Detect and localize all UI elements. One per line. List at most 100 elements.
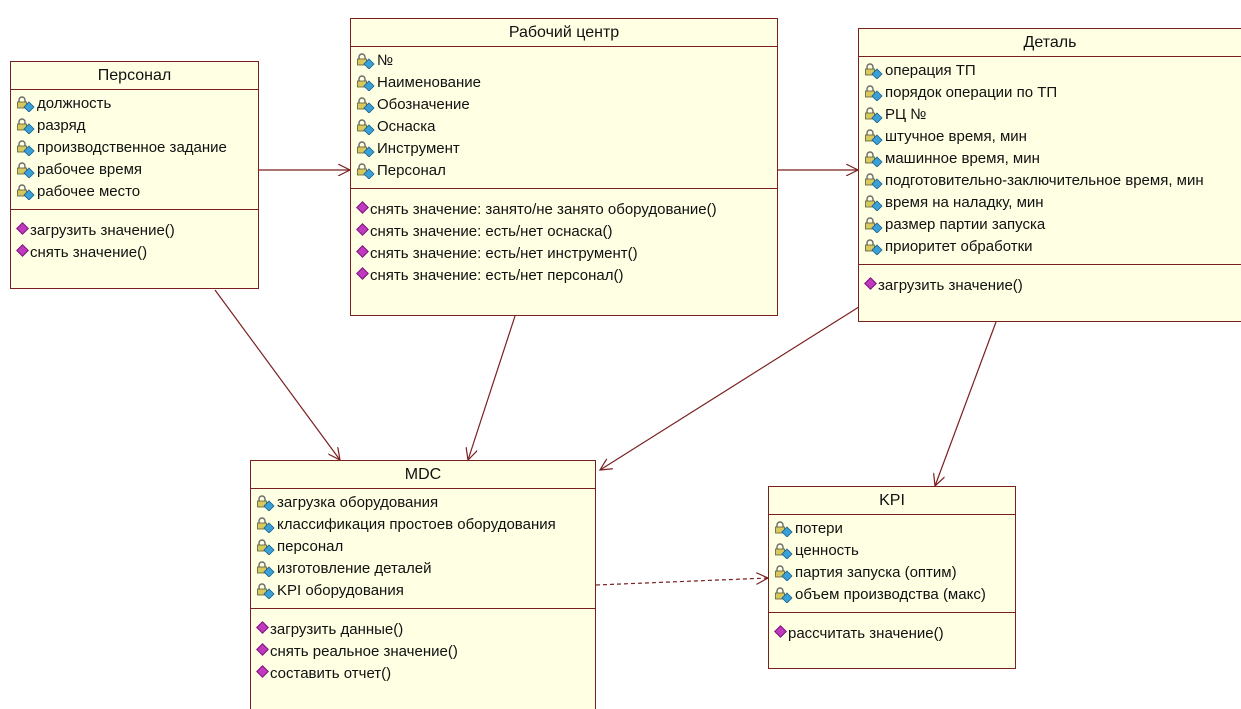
attribute-label: производственное задание bbox=[37, 139, 227, 156]
lock-attribute-icon bbox=[356, 119, 376, 135]
attribute-label: изготовление деталей bbox=[277, 560, 432, 577]
attribute-label: Оснаска bbox=[377, 118, 436, 135]
attribute-row: рабочее время bbox=[16, 159, 254, 181]
attribute-row: № bbox=[356, 50, 773, 72]
attribute-label: Наименование bbox=[377, 74, 481, 91]
attribute-label: ценность bbox=[795, 542, 859, 559]
association-detail-to-kpi bbox=[935, 321, 997, 486]
operation-label: снять реальное значение() bbox=[270, 643, 458, 660]
class-name: KPI bbox=[769, 487, 1015, 515]
attribute-row: приоритет обработки bbox=[864, 236, 1237, 258]
operation-row: снять значение: есть/нет инструмент() bbox=[356, 243, 773, 265]
association-work-center-to-mdc bbox=[468, 315, 516, 460]
attribute-list: загрузка оборудования классификация прост… bbox=[251, 489, 595, 608]
operation-row: снять реальное значение() bbox=[256, 641, 591, 663]
attribute-label: Обозначение bbox=[377, 96, 470, 113]
attribute-label: штучное время, мин bbox=[885, 128, 1027, 145]
operation-row: снять значение: занято/не занято оборудо… bbox=[356, 199, 773, 221]
operation-diamond-icon bbox=[16, 223, 28, 239]
class-name: Рабочий центр bbox=[351, 19, 777, 47]
attribute-row: размер партии запуска bbox=[864, 214, 1237, 236]
lock-attribute-icon bbox=[16, 118, 36, 134]
attribute-label: РЦ № bbox=[885, 106, 927, 123]
operation-list: рассчитать значение() bbox=[769, 612, 1015, 651]
attribute-row: Наименование bbox=[356, 72, 773, 94]
lock-attribute-icon bbox=[16, 162, 36, 178]
operation-diamond-icon bbox=[774, 626, 786, 642]
operation-row: составить отчет() bbox=[256, 663, 591, 685]
attribute-row: изготовление деталей bbox=[256, 558, 591, 580]
association-detail-to-mdc bbox=[600, 304, 863, 470]
lock-attribute-icon bbox=[864, 129, 884, 145]
attribute-row: Обозначение bbox=[356, 94, 773, 116]
lock-attribute-icon bbox=[16, 184, 36, 200]
operation-label: загрузить значение() bbox=[878, 277, 1023, 294]
attribute-row: должность bbox=[16, 93, 254, 115]
attribute-label: рабочее время bbox=[37, 161, 143, 178]
operation-diamond-icon bbox=[356, 268, 368, 284]
attribute-row: операция ТП bbox=[864, 60, 1237, 82]
operation-label: снять значение: занято/не занято оборудо… bbox=[370, 201, 717, 218]
attribute-label: машинное время, мин bbox=[885, 150, 1040, 167]
operation-row: снять значение: есть/нет персонал() bbox=[356, 265, 773, 287]
attribute-label: Персонал bbox=[377, 162, 446, 179]
attribute-row: партия запуска (оптим) bbox=[774, 562, 1011, 584]
lock-attribute-icon bbox=[864, 173, 884, 189]
lock-attribute-icon bbox=[356, 97, 376, 113]
attribute-label: № bbox=[377, 52, 394, 69]
operation-diamond-icon bbox=[256, 666, 268, 682]
operation-label: загрузить данные() bbox=[270, 621, 404, 638]
operation-list: снять значение: занято/не занято оборудо… bbox=[351, 188, 777, 293]
operation-label: снять значение: есть/нет оснаска() bbox=[370, 223, 613, 240]
lock-attribute-icon bbox=[864, 217, 884, 233]
attribute-row: Инструмент bbox=[356, 138, 773, 160]
operation-diamond-icon bbox=[256, 644, 268, 660]
operation-row: загрузить данные() bbox=[256, 619, 591, 641]
attribute-row: объем производства (макс) bbox=[774, 584, 1011, 606]
lock-attribute-icon bbox=[774, 587, 794, 603]
operation-diamond-icon bbox=[256, 622, 268, 638]
attribute-label: классификация простоев оборудования bbox=[277, 516, 556, 533]
attribute-row: рабочее место bbox=[16, 181, 254, 203]
operation-label: снять значение: есть/нет персонал() bbox=[370, 267, 624, 284]
lock-attribute-icon bbox=[16, 140, 36, 156]
lock-attribute-icon bbox=[864, 195, 884, 211]
lock-attribute-icon bbox=[356, 75, 376, 91]
operation-diamond-icon bbox=[356, 202, 368, 218]
lock-attribute-icon bbox=[774, 543, 794, 559]
attribute-row: РЦ № bbox=[864, 104, 1237, 126]
operation-label: рассчитать значение() bbox=[788, 625, 944, 642]
operation-row: снять значение() bbox=[16, 242, 254, 264]
attribute-row: штучное время, мин bbox=[864, 126, 1237, 148]
attribute-row: персонал bbox=[256, 536, 591, 558]
lock-attribute-icon bbox=[256, 561, 276, 577]
operation-diamond-icon bbox=[864, 278, 876, 294]
lock-attribute-icon bbox=[16, 96, 36, 112]
lock-attribute-icon bbox=[864, 151, 884, 167]
operation-row: загрузить значение() bbox=[16, 220, 254, 242]
lock-attribute-icon bbox=[864, 107, 884, 123]
attribute-row: подготовительно-заключительное время, ми… bbox=[864, 170, 1237, 192]
operation-label: снять значение() bbox=[30, 244, 148, 261]
attribute-label: время на наладку, мин bbox=[885, 194, 1044, 211]
class-name: Деталь bbox=[859, 29, 1241, 57]
attribute-label: размер партии запуска bbox=[885, 216, 1046, 233]
operation-list: загрузить значение() bbox=[859, 264, 1241, 303]
attribute-label: Инструмент bbox=[377, 140, 460, 157]
attribute-row: классификация простоев оборудования bbox=[256, 514, 591, 536]
attribute-row: производственное задание bbox=[16, 137, 254, 159]
attribute-label: загрузка оборудования bbox=[277, 494, 439, 511]
operation-label: загрузить значение() bbox=[30, 222, 175, 239]
operation-list: загрузить данные() снять реальное значени… bbox=[251, 608, 595, 691]
association-personal-to-mdc bbox=[214, 289, 340, 460]
attribute-row: разряд bbox=[16, 115, 254, 137]
lock-attribute-icon bbox=[256, 495, 276, 511]
